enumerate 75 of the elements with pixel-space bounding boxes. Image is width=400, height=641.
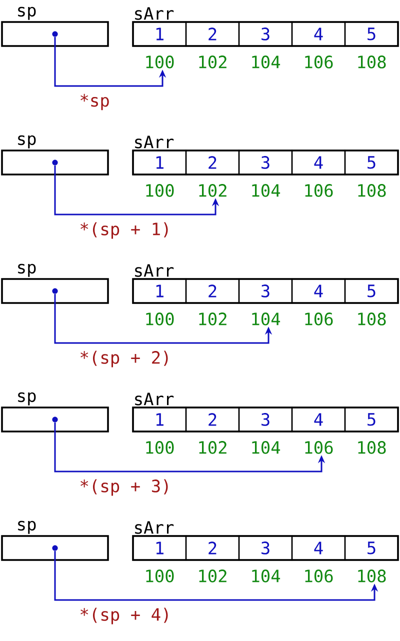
array-box	[132, 264, 399, 304]
address-label: 108	[358, 56, 386, 68]
array-cell: 4	[291, 21, 346, 47]
array-cell: 4	[291, 150, 346, 176]
array-box	[132, 521, 399, 561]
array-cell: 5	[344, 406, 399, 432]
address-label: 106	[305, 184, 333, 197]
pointer-box	[1, 6, 109, 47]
array-cell: 1	[132, 535, 187, 561]
array-cell: 3	[238, 535, 293, 561]
array-cell: 1	[132, 278, 187, 304]
array-cell: 1	[132, 21, 187, 47]
address-label: 106	[305, 56, 333, 68]
address-label: 108	[358, 441, 386, 454]
address-label: 100	[146, 56, 174, 68]
pointer-box	[1, 135, 109, 176]
edge-label: *(sp + 1)	[80, 222, 168, 239]
edge-label: *sp	[80, 94, 109, 110]
address-label: 104	[252, 184, 280, 197]
variable-name: sp	[18, 264, 36, 277]
address-label: 102	[199, 570, 226, 582]
array-name: sArr	[135, 136, 174, 148]
array-cell: 3	[238, 278, 293, 304]
array-cell: 5	[344, 21, 399, 47]
edge-label: *(sp + 4)	[80, 608, 168, 624]
array-cell: 3	[238, 21, 293, 47]
variable-name: sp	[18, 135, 36, 148]
edge-label: *(sp + 3)	[80, 479, 168, 496]
address-label: 102	[199, 184, 226, 197]
address-label: 104	[252, 312, 280, 326]
array-cell: 4	[291, 406, 346, 432]
address-label: 106	[305, 570, 333, 582]
array-box	[132, 136, 399, 176]
address-label: 100	[146, 441, 174, 454]
array-cell: 3	[238, 406, 293, 432]
address-label: 102	[199, 56, 226, 68]
address-label: 104	[252, 441, 280, 454]
address-label: 108	[358, 570, 386, 582]
array-cell: 2	[185, 535, 240, 561]
array-cell: 3	[238, 150, 293, 176]
variable-name: sp	[18, 6, 36, 20]
address-label: 108	[358, 312, 386, 326]
array-cell: 1	[132, 150, 187, 176]
array-cell: 2	[185, 278, 240, 304]
address-label: 106	[305, 312, 333, 326]
variable-name: sp	[18, 520, 36, 534]
array-name: sArr	[135, 392, 174, 406]
address-label: 102	[199, 441, 226, 454]
pointer-box	[1, 264, 109, 304]
address-label: 100	[146, 312, 174, 326]
address-label: 104	[252, 570, 280, 582]
pointer-box	[1, 392, 109, 432]
array-cell: 2	[185, 150, 240, 176]
array-cell: 2	[185, 406, 240, 432]
address-label: 106	[305, 441, 333, 454]
address-label: 104	[252, 56, 280, 68]
array-box	[132, 392, 399, 432]
address-label: 108	[358, 184, 386, 197]
address-label: 100	[146, 184, 174, 197]
variable-name: sp	[18, 392, 36, 406]
array-name: sArr	[135, 521, 174, 534]
address-label: 100	[146, 570, 174, 582]
array-box	[132, 7, 399, 47]
array-cell: 4	[291, 278, 346, 304]
array-cell: 4	[291, 535, 346, 561]
array-cell: 5	[344, 150, 399, 176]
edge-label: *(sp + 2)	[80, 350, 168, 368]
pointer-box	[1, 520, 109, 561]
array-cell: 2	[185, 21, 240, 47]
array-name: sArr	[135, 7, 174, 20]
array-name: sArr	[135, 264, 174, 277]
array-cell: 5	[344, 535, 399, 561]
array-cell: 1	[132, 406, 187, 432]
array-cell: 5	[344, 278, 399, 304]
address-label: 102	[199, 312, 226, 326]
